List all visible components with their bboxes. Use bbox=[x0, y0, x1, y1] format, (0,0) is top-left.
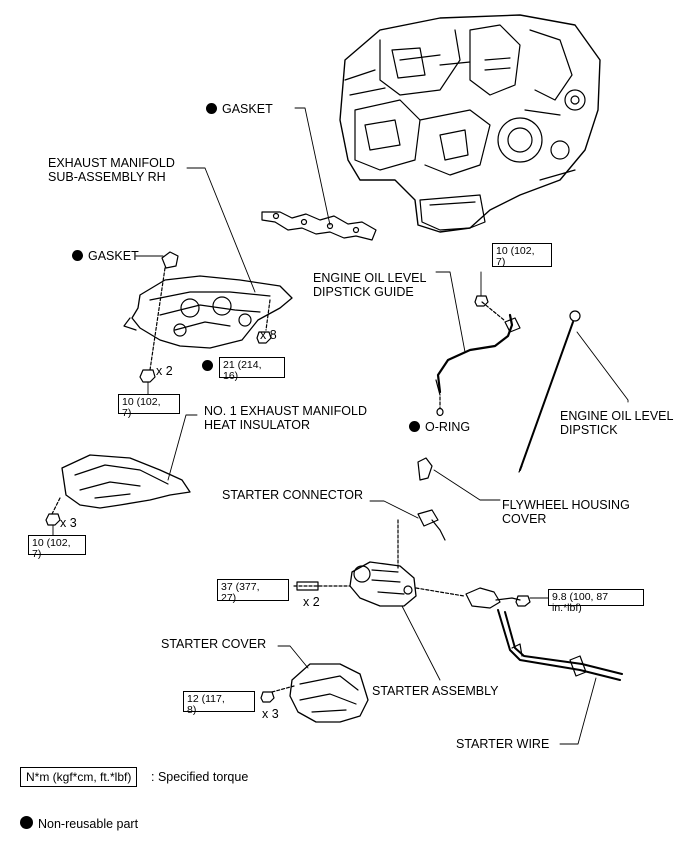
flywheel-housing-cover-illustration bbox=[417, 457, 433, 481]
bolt-guide-illustration bbox=[474, 295, 489, 307]
qty-manifold-x2: x 2 bbox=[156, 364, 173, 378]
dipstick-guide-illustration bbox=[435, 313, 521, 396]
dipstick-illustration bbox=[518, 310, 581, 473]
legend-nonreusable: Non-reusable part bbox=[20, 816, 138, 831]
gasket-top-illustration bbox=[261, 211, 377, 241]
torque-manifold-x8: 21 (214, 16) bbox=[219, 357, 285, 382]
label-flywheel-housing-cover: FLYWHEEL HOUSING COVER bbox=[502, 498, 630, 526]
legend-torque-box: N*m (kgf*cm, ft.*lbf) bbox=[20, 767, 138, 787]
label-text: GASKET bbox=[88, 249, 139, 263]
torque-manifold-x2: 10 (102, 7) bbox=[118, 394, 180, 419]
label-text: O-RING bbox=[425, 420, 471, 434]
torque-heat-insulator: 10 (102, 7) bbox=[28, 535, 86, 560]
label-starter-wire: STARTER WIRE bbox=[456, 737, 550, 751]
o-ring-illustration bbox=[436, 407, 444, 417]
qty-starter-x2: x 2 bbox=[303, 595, 320, 609]
torque-starter-cover: 12 (117, 8) bbox=[183, 691, 255, 716]
non-reusable-dot-icon bbox=[72, 250, 83, 261]
label-starter-assembly: STARTER ASSEMBLY bbox=[372, 684, 499, 698]
bolt-insulator-illustration bbox=[45, 513, 61, 526]
torque-starter-wire: 9.8 (100, 87 in.*lbf) bbox=[548, 589, 644, 614]
qty-manifold-x8: x 8 bbox=[260, 328, 277, 342]
legend-nonreusable-desc: Non-reusable part bbox=[38, 817, 139, 831]
legend-torque-desc: : Specified torque bbox=[151, 770, 249, 784]
non-reusable-dot-icon bbox=[409, 421, 420, 432]
bolt-starter-illustration bbox=[296, 581, 319, 591]
exhaust-manifold-illustration bbox=[123, 275, 293, 349]
qty-cover-x3: x 3 bbox=[262, 707, 279, 721]
torque-starter: 37 (377, 27) bbox=[217, 579, 289, 604]
non-reusable-dot-icon bbox=[206, 103, 217, 114]
bolt-cover-illustration bbox=[260, 691, 275, 703]
nut-starter-wire-illustration bbox=[515, 595, 531, 607]
heat-insulator-illustration bbox=[61, 454, 191, 509]
non-reusable-dot-icon bbox=[202, 360, 213, 371]
torque-dipstick-guide: 10 (102, 7) bbox=[492, 243, 552, 268]
qty-insulator-x3: x 3 bbox=[60, 516, 77, 530]
nut-x8-illustration bbox=[256, 331, 272, 344]
marker-manifold-nut bbox=[202, 359, 218, 373]
label-text: GASKET bbox=[222, 102, 273, 116]
gasket-small-illustration bbox=[161, 251, 179, 269]
label-gasket-top: GASKET bbox=[206, 102, 273, 116]
label-starter-cover: STARTER COVER bbox=[161, 637, 267, 651]
label-heat-insulator: NO. 1 EXHAUST MANIFOLD HEAT INSULATOR bbox=[204, 404, 367, 432]
starter-connector-illustration bbox=[417, 509, 446, 541]
label-exhaust-manifold: EXHAUST MANIFOLD SUB-ASSEMBLY RH bbox=[48, 156, 175, 184]
nut-x2-illustration bbox=[139, 369, 156, 383]
label-starter-connector: STARTER CONNECTOR bbox=[222, 488, 363, 502]
starter-cover-illustration bbox=[289, 663, 369, 723]
label-gasket-left: GASKET bbox=[72, 249, 139, 263]
label-o-ring: O-RING bbox=[409, 420, 470, 434]
starter-assembly-illustration bbox=[349, 561, 417, 607]
engine-block-illustration bbox=[339, 14, 601, 233]
label-dipstick-guide: ENGINE OIL LEVEL DIPSTICK GUIDE bbox=[313, 271, 427, 299]
label-dipstick: ENGINE OIL LEVEL DIPSTICK bbox=[560, 409, 674, 437]
non-reusable-dot-icon bbox=[20, 816, 33, 829]
